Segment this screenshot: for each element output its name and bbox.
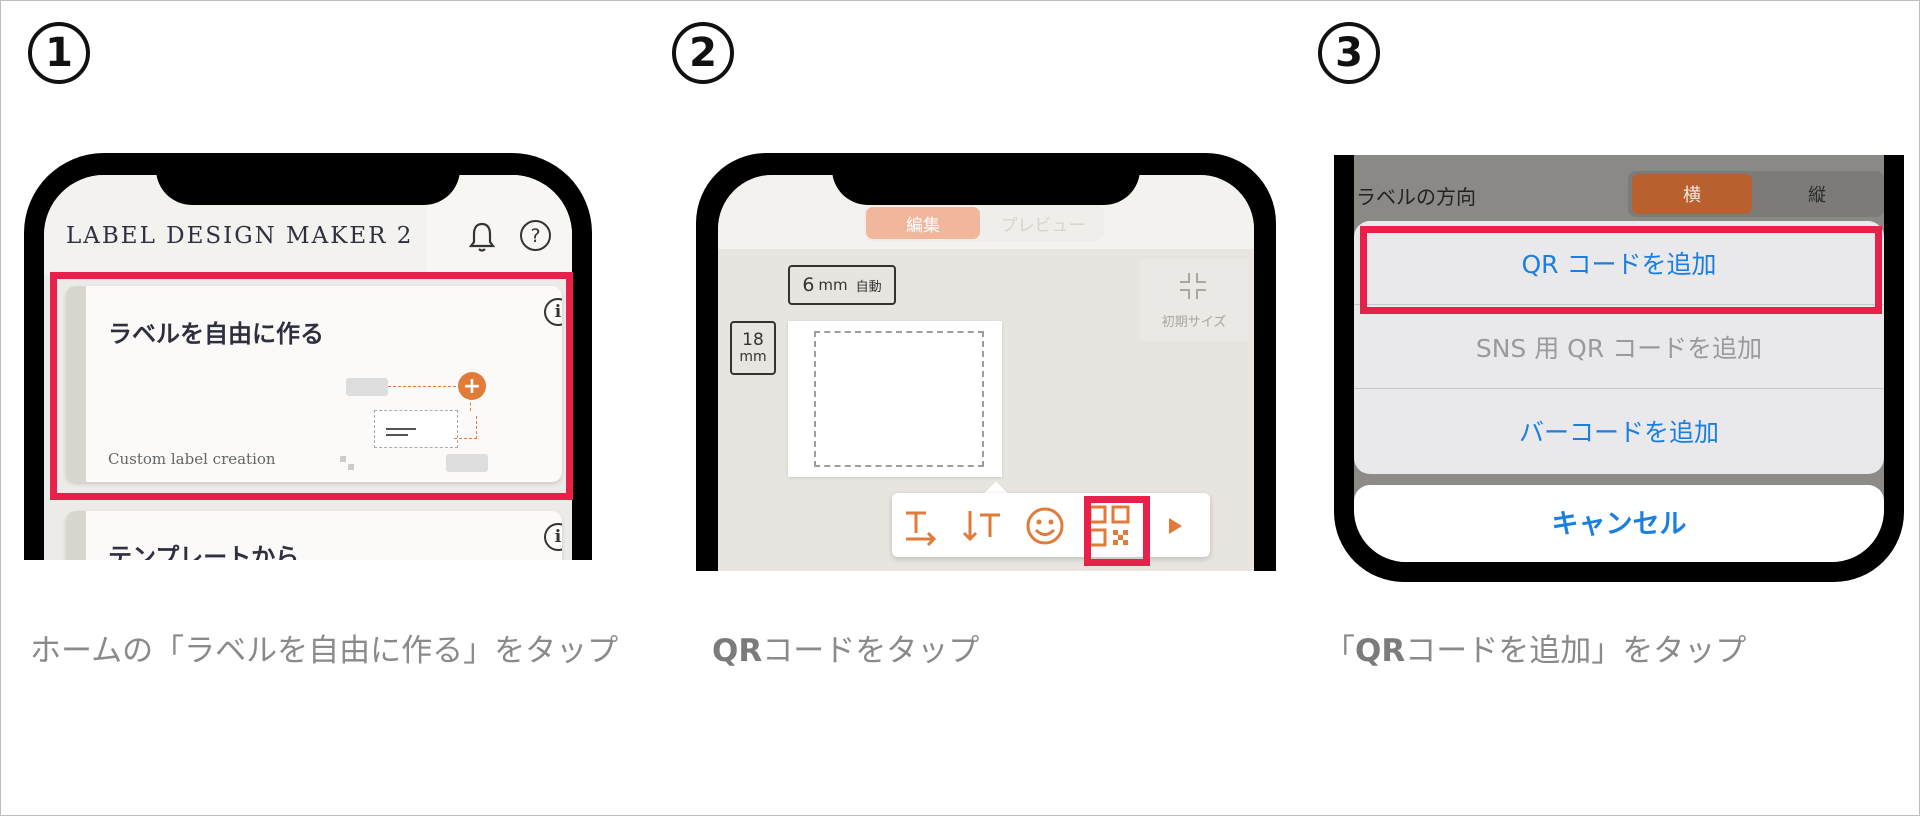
caption-qr-bold: QR — [712, 633, 763, 669]
step-3-number: 3 — [1318, 22, 1380, 84]
screen-step-2: 編集 プレビュー 6 mm 自動 18 mm 初期サイズ — [718, 175, 1254, 571]
insert-toolbar — [892, 493, 1210, 557]
collapse-icon — [1180, 273, 1206, 299]
caption-open-bracket: 「 — [1324, 633, 1355, 669]
label-dashed-area — [814, 331, 984, 467]
card2-title: テンプレートから — [108, 543, 300, 560]
height-unit: mm — [739, 348, 767, 365]
action-sheet: QR コードを追加 SNS 用 QR コードを追加 バーコードを追加 — [1354, 221, 1884, 474]
step-1-caption: ホームの「ラベルを自由に作る」をタップ — [30, 633, 619, 669]
phone-notch — [156, 153, 460, 205]
play-icon[interactable] — [1162, 513, 1188, 539]
plus-icon: + — [458, 372, 486, 400]
orientation-label: ラベルの方向 — [1356, 185, 1476, 209]
action-add-qr[interactable]: QR コードを追加 — [1354, 221, 1884, 305]
width-value: 6 — [802, 274, 815, 296]
step-2-number: 2 — [672, 22, 734, 84]
label-illustration: + — [340, 372, 546, 476]
bell-icon[interactable] — [467, 220, 497, 254]
phone-step-2: 編集 プレビュー 6 mm 自動 18 mm 初期サイズ — [696, 153, 1276, 571]
highlight-custom-label-card — [50, 272, 573, 500]
label-canvas[interactable] — [788, 321, 1002, 477]
highlight-qr-code-button — [1084, 496, 1150, 566]
caption-rest: コードを追加」をタップ — [1405, 633, 1747, 669]
step-1-number: 1 — [28, 22, 90, 84]
orientation-vertical[interactable]: 縦 — [1808, 185, 1826, 206]
tab-preview[interactable]: プレビュー — [1000, 215, 1086, 236]
template-card[interactable]: テンプレートから i — [66, 511, 562, 560]
action-add-sns-qr[interactable]: SNS 用 QR コードを追加 — [1354, 305, 1884, 389]
highlight-add-qr-action — [1360, 226, 1882, 314]
screen-step-3: ラベルの方向 横 縦 QR コードを追加 SNS 用 QR コードを追加 バーコ… — [1354, 155, 1884, 562]
orientation-horizontal[interactable]: 横 — [1632, 174, 1752, 214]
app-title: LABEL DESIGN MAKER 2 — [66, 223, 414, 249]
step-2-caption: QRコードをタップ — [712, 625, 979, 670]
card-left-stripe — [66, 286, 86, 482]
cancel-button[interactable]: キャンセル — [1354, 485, 1884, 562]
text-icon[interactable] — [900, 505, 942, 547]
caption-qr-bold: QR — [1355, 633, 1406, 669]
phone-notch — [832, 153, 1140, 205]
height-size-box[interactable]: 18 mm — [730, 321, 776, 375]
card2-info-icon[interactable]: i — [544, 523, 562, 551]
reset-size-button[interactable]: 初期サイズ — [1140, 259, 1248, 341]
width-size-box[interactable]: 6 mm 自動 — [788, 265, 896, 305]
card-left-stripe — [66, 511, 86, 560]
phone-step-3: ラベルの方向 横 縦 QR コードを追加 SNS 用 QR コードを追加 バーコ… — [1334, 155, 1904, 582]
action-add-barcode[interactable]: バーコードを追加 — [1518, 418, 1719, 447]
vertical-text-icon[interactable] — [962, 505, 1004, 547]
caption-rest: コードをタップ — [762, 633, 980, 669]
custom-label-card[interactable]: ラベルを自由に作る i Custom label creation + — [66, 286, 562, 482]
help-icon[interactable]: ? — [520, 220, 551, 251]
card1-title: ラベルを自由に作る — [108, 320, 324, 348]
height-value: 18 — [742, 329, 764, 350]
reset-size-label: 初期サイズ — [1161, 315, 1227, 330]
width-auto: 自動 — [855, 279, 882, 295]
card1-info-icon[interactable]: i — [544, 298, 562, 326]
step-3-caption: 「QRコードを追加」をタップ — [1324, 625, 1746, 670]
emoji-icon[interactable] — [1024, 505, 1066, 547]
width-unit: mm — [818, 276, 848, 294]
card1-subtitle: Custom label creation — [108, 450, 276, 468]
tab-edit[interactable]: 編集 — [866, 207, 980, 239]
